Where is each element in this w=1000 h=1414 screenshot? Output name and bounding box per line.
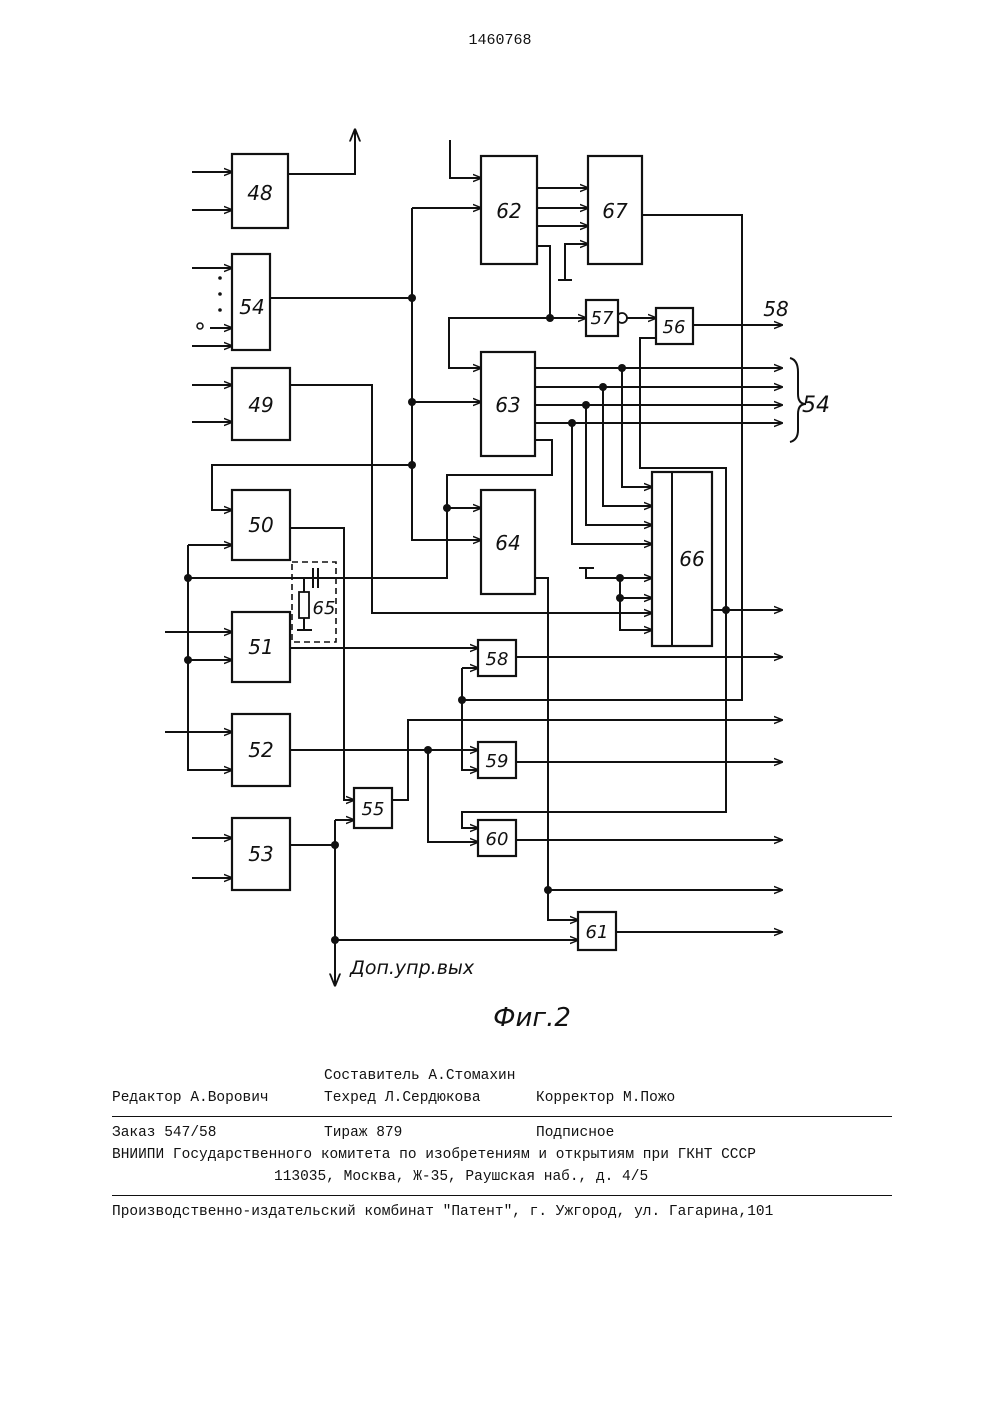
compiler: Составитель А.Стомахин xyxy=(324,1068,515,1084)
svg-text:57: 57 xyxy=(591,308,614,329)
svg-text:52: 52 xyxy=(248,738,273,762)
svg-text:53: 53 xyxy=(248,842,273,866)
block-54: 54 xyxy=(232,254,270,350)
svg-text:54: 54 xyxy=(239,295,264,319)
block-64: 64 xyxy=(481,490,535,594)
svg-text:62: 62 xyxy=(496,199,521,223)
svg-text:61: 61 xyxy=(586,922,609,943)
svg-text:50: 50 xyxy=(248,513,273,537)
publisher: ВНИИПИ Государственного комитета по изоб… xyxy=(112,1147,756,1163)
block-59: 59 xyxy=(478,742,516,778)
figure-caption: Фиг.2 xyxy=(493,1003,571,1033)
block-diagram: 48 54 49 50 51 52 53 55 62 63 64 67 57 5… xyxy=(0,0,1000,1040)
block-67: 67 xyxy=(588,156,642,264)
block-56: 56 xyxy=(656,308,693,344)
block-58: 58 xyxy=(478,640,516,676)
block-57: 57 xyxy=(586,300,618,336)
output-label-58: 58 xyxy=(763,297,788,321)
svg-text:60: 60 xyxy=(486,829,509,850)
svg-text:66: 66 xyxy=(679,547,704,571)
svg-text:63: 63 xyxy=(495,393,520,417)
svg-text:48: 48 xyxy=(247,181,272,205)
techred: Техред Л.Сердюкова xyxy=(324,1090,481,1106)
svg-text:58: 58 xyxy=(486,649,509,670)
block-63: 63 xyxy=(481,352,535,456)
printer: Производственно-издательский комбинат "П… xyxy=(112,1204,773,1220)
subscription: Подписное xyxy=(536,1125,614,1141)
svg-text:59: 59 xyxy=(486,751,509,772)
block-62: 62 xyxy=(481,156,537,264)
block-49: 49 xyxy=(232,368,290,440)
block-48: 48 xyxy=(232,154,288,228)
address: 113035, Москва, Ж-35, Раушская наб., д. … xyxy=(274,1169,648,1185)
block-61: 61 xyxy=(578,912,616,950)
aux-output-label: Доп.упр.вых xyxy=(349,957,475,979)
order: Заказ 547/58 xyxy=(112,1125,216,1141)
editor: Редактор А.Ворович xyxy=(112,1090,269,1106)
circulation: Тираж 879 xyxy=(324,1125,402,1141)
label-65: 65 xyxy=(313,598,336,619)
block-51: 51 xyxy=(232,612,290,682)
output-label-54: 54 xyxy=(802,393,830,418)
svg-text:49: 49 xyxy=(248,393,273,417)
svg-text:55: 55 xyxy=(362,799,385,820)
divider xyxy=(112,1195,892,1196)
corrector: Корректор М.Пожо xyxy=(536,1090,675,1106)
block-60: 60 xyxy=(478,820,516,856)
block-53: 53 xyxy=(232,818,290,890)
svg-text:64: 64 xyxy=(495,531,520,555)
block-50: 50 xyxy=(232,490,290,560)
block-66: 66 xyxy=(652,472,712,646)
divider xyxy=(112,1116,892,1117)
block-52: 52 xyxy=(232,714,290,786)
svg-text:67: 67 xyxy=(602,199,628,223)
imprint: Составитель А.Стомахин Редактор А.Ворови… xyxy=(112,1068,892,1226)
svg-text:51: 51 xyxy=(248,635,273,659)
block-55: 55 xyxy=(354,788,392,828)
svg-text:56: 56 xyxy=(663,317,686,338)
